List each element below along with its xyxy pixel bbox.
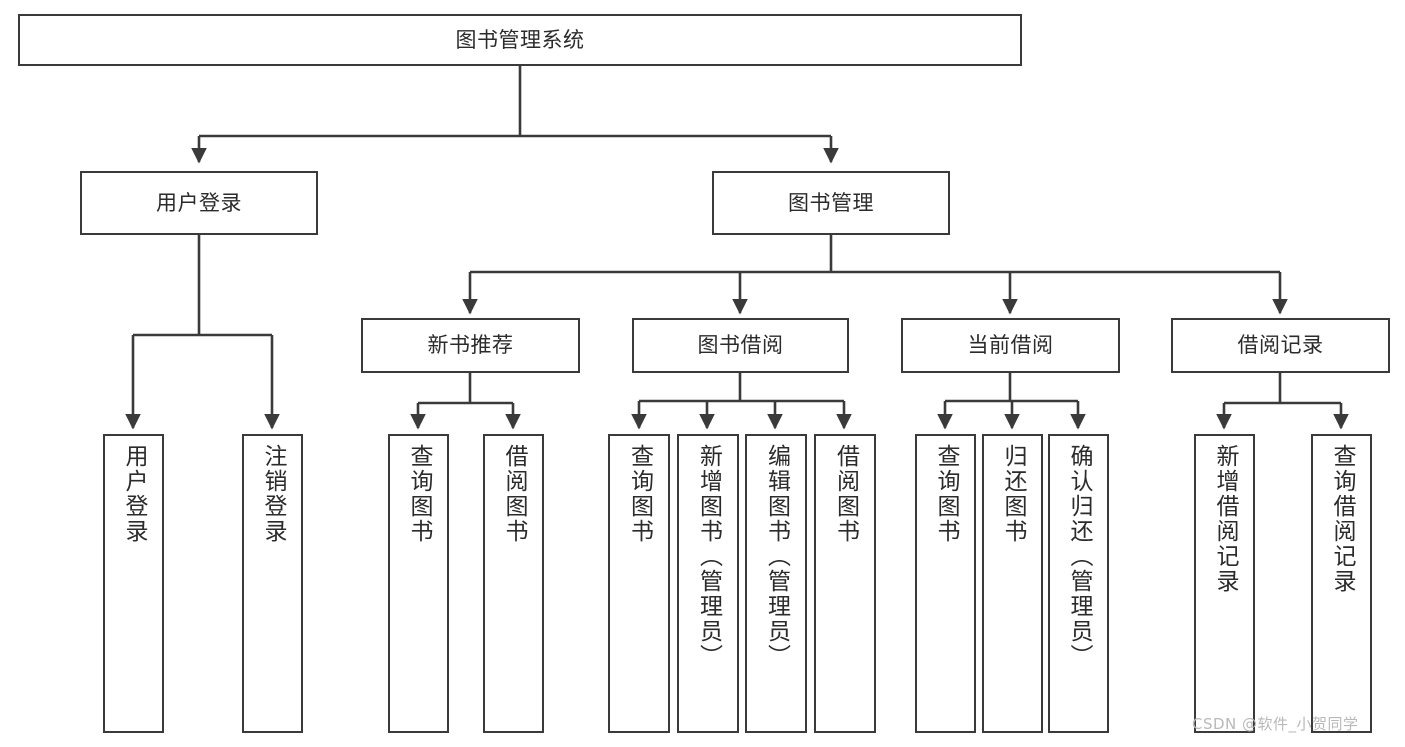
node-new-book-recommend[interactable]: 新书推荐 [361, 318, 580, 373]
node-leaf-add-book-admin[interactable]: 新增图书（管理员） [677, 434, 739, 733]
node-label: 查询借阅记录 [1329, 444, 1355, 594]
node-label: 新书推荐 [427, 333, 514, 358]
node-label: 用户登录 [121, 444, 147, 544]
node-label: 新增图书（管理员） [695, 444, 722, 669]
node-leaf-logout-login[interactable]: 注销登录 [242, 434, 303, 733]
node-label: 图书借阅 [697, 333, 784, 358]
node-label: 图书管理 [788, 190, 874, 215]
node-leaf-borrow-book-1[interactable]: 借阅图书 [483, 434, 544, 733]
node-leaf-query-book-3[interactable]: 查询图书 [915, 434, 976, 733]
node-label: 查询图书 [406, 444, 432, 544]
node-label: 借阅记录 [1237, 333, 1324, 358]
node-current-borrow[interactable]: 当前借阅 [901, 318, 1120, 373]
node-leaf-user-login[interactable]: 用户登录 [103, 434, 164, 733]
node-leaf-return-book[interactable]: 归还图书 [982, 434, 1043, 733]
node-leaf-edit-book-admin[interactable]: 编辑图书（管理员） [745, 434, 807, 733]
node-leaf-add-borrow-record[interactable]: 新增借阅记录 [1194, 434, 1255, 733]
node-label: 借阅图书 [832, 444, 859, 544]
node-leaf-borrow-book-2[interactable]: 借阅图书 [814, 434, 876, 733]
node-root-book-management-system[interactable]: 图书管理系统 [18, 14, 1022, 66]
node-label: 查询图书 [626, 444, 653, 544]
node-book-management[interactable]: 图书管理 [712, 171, 950, 235]
node-leaf-query-book-1[interactable]: 查询图书 [388, 434, 449, 733]
csdn-watermark: CSDN @软件_小贺同学 [1192, 715, 1359, 733]
node-leaf-query-borrow-record[interactable]: 查询借阅记录 [1311, 434, 1372, 733]
node-label: 注销登录 [260, 444, 286, 544]
node-label: 用户登录 [156, 190, 242, 215]
node-borrow-record[interactable]: 借阅记录 [1171, 318, 1390, 373]
node-label: 查询图书 [933, 444, 959, 544]
node-label: 借阅图书 [501, 444, 527, 544]
node-leaf-query-book-2[interactable]: 查询图书 [608, 434, 670, 733]
node-book-borrow[interactable]: 图书借阅 [632, 318, 849, 373]
node-label: 当前借阅 [967, 333, 1054, 358]
node-label: 新增借阅记录 [1212, 444, 1238, 594]
node-label: 编辑图书（管理员） [763, 444, 790, 669]
node-user-login[interactable]: 用户登录 [80, 171, 318, 235]
node-label: 归还图书 [1000, 444, 1026, 544]
node-label: 确认归还（管理员） [1066, 444, 1092, 669]
node-label: 图书管理系统 [455, 27, 585, 52]
node-leaf-confirm-return-admin[interactable]: 确认归还（管理员） [1048, 434, 1109, 733]
